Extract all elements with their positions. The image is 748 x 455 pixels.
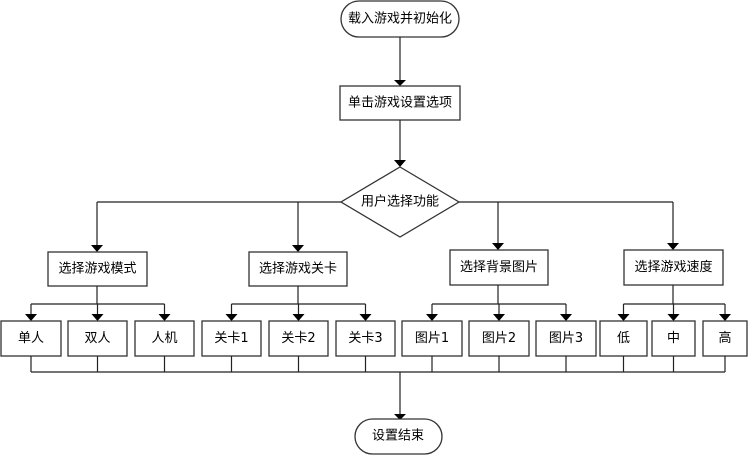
option-label: 图片2 [482, 331, 516, 346]
process-shape [339, 85, 461, 121]
arrow-head [667, 314, 680, 321]
arrow-head [394, 80, 406, 86]
arrow-head [617, 314, 630, 321]
arrow-head [91, 245, 103, 252]
option-label: 中 [667, 331, 680, 346]
arrow-head [292, 245, 304, 252]
option-label: 双人 [84, 331, 110, 346]
arrow-head [158, 314, 171, 321]
option-box [702, 320, 748, 357]
process-label: 单击游戏设置选项 [348, 96, 452, 111]
option-label: 单人 [18, 331, 44, 346]
arrow-head [91, 314, 104, 321]
arrow-head [292, 314, 305, 321]
option-label: 图片3 [549, 331, 583, 346]
option-box [599, 320, 648, 357]
end-terminal: 设置结束 [354, 418, 443, 455]
end-shape [354, 418, 443, 455]
branch-label: 选择游戏模式 [58, 262, 136, 277]
option-label: 人机 [151, 331, 177, 346]
branch-box [47, 251, 148, 287]
branch-box [449, 249, 549, 286]
decision-user-choice: 用户选择功能 [339, 166, 461, 238]
arrow-head [25, 314, 37, 321]
arrow-head [394, 414, 406, 420]
start-terminal: 载入游戏并初始化 [340, 0, 460, 38]
option-label: 关卡2 [281, 331, 315, 346]
arrow-head [560, 314, 572, 321]
branch-label: 选择游戏速度 [634, 259, 712, 275]
arrow-head [493, 314, 505, 321]
decision-label: 用户选择功能 [361, 194, 439, 210]
option-label: 图片1 [415, 331, 449, 346]
option-box [335, 320, 396, 357]
option-box [67, 320, 128, 357]
arrow-head [667, 243, 679, 250]
option-box [201, 320, 262, 357]
option-label: 高 [718, 330, 731, 346]
branch-box [623, 249, 724, 286]
branch-box [248, 251, 348, 287]
option-label: 关卡3 [348, 331, 382, 346]
branch-label: 选择背景图片 [460, 260, 538, 275]
option-box [468, 320, 530, 357]
option-label: 低 [617, 331, 630, 346]
end-label: 设置结束 [372, 429, 424, 444]
arrow-head [225, 314, 238, 321]
arrow-head [359, 314, 372, 321]
option-box [268, 320, 329, 357]
option-box [0, 320, 62, 357]
option-label: 关卡1 [214, 331, 248, 346]
option-box [134, 320, 195, 357]
process-settings-click: 单击游戏设置选项 [339, 85, 461, 121]
decision-shape [339, 166, 461, 238]
branch-label: 选择游戏关卡 [259, 262, 337, 277]
arrow-head [719, 314, 731, 321]
arrow-head [426, 314, 438, 321]
arrow-head [492, 243, 504, 250]
start-label: 载入游戏并初始化 [348, 12, 452, 27]
arrow-head [394, 160, 406, 167]
